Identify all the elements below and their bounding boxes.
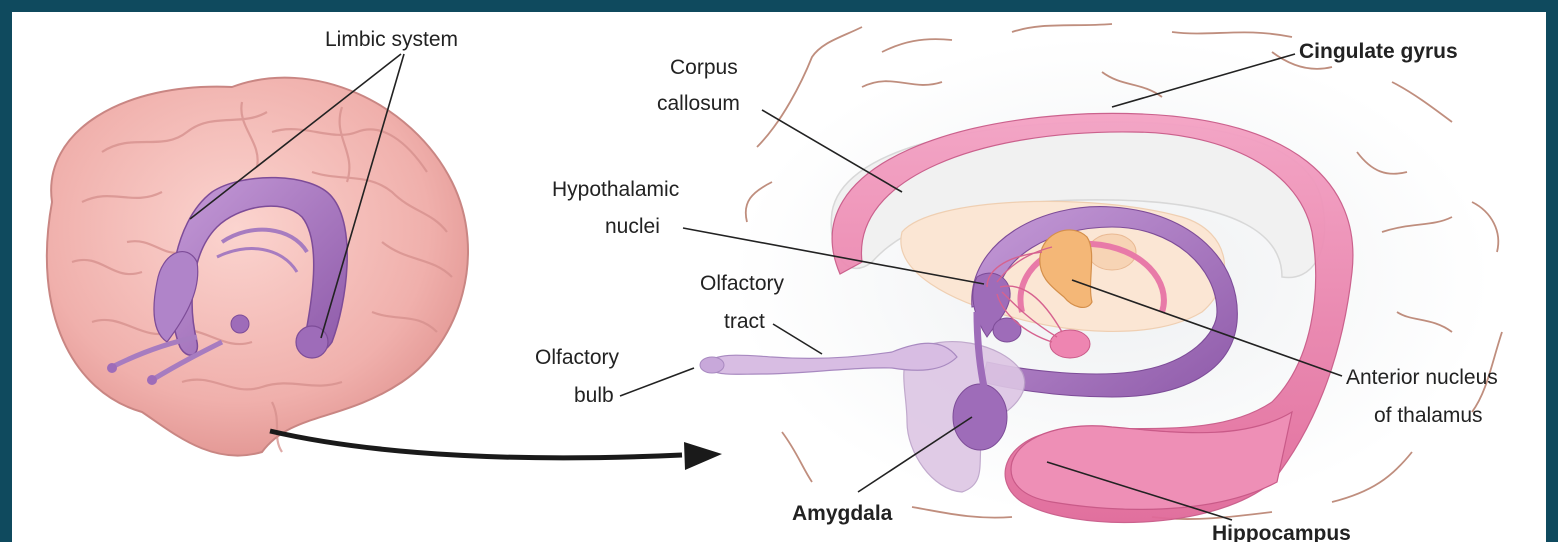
label-anterior-nucleus-1: Anterior nucleus	[1346, 366, 1498, 389]
label-olfactory-bulb-1: Olfactory	[535, 346, 620, 369]
limbic-detail-illustration	[700, 24, 1502, 522]
label-anterior-nucleus-2: of thalamus	[1374, 404, 1483, 427]
label-limbic-system: Limbic system	[325, 28, 458, 51]
label-corpus-callosum-1: Corpus	[670, 56, 738, 79]
label-amygdala: Amygdala	[792, 502, 893, 525]
brain-illustration	[47, 78, 468, 456]
zoom-arrow	[270, 431, 722, 470]
label-hypothalamic-2: nuclei	[605, 215, 660, 238]
label-hippocampus: Hippocampus	[1212, 522, 1351, 542]
leader-olfactory-bulb	[620, 368, 694, 396]
label-hypothalamic-1: Hypothalamic	[552, 178, 679, 201]
label-olfactory-tract-1: Olfactory	[700, 272, 785, 295]
label-olfactory-tract-2: tract	[724, 310, 765, 333]
label-olfactory-bulb-2: bulb	[574, 384, 614, 407]
limbic-system-diagram: Limbic system	[12, 12, 1546, 542]
label-corpus-callosum-2: callosum	[657, 92, 740, 115]
figure-frame: Limbic system	[12, 12, 1546, 542]
label-cingulate-gyrus: Cingulate gyrus	[1299, 40, 1458, 63]
